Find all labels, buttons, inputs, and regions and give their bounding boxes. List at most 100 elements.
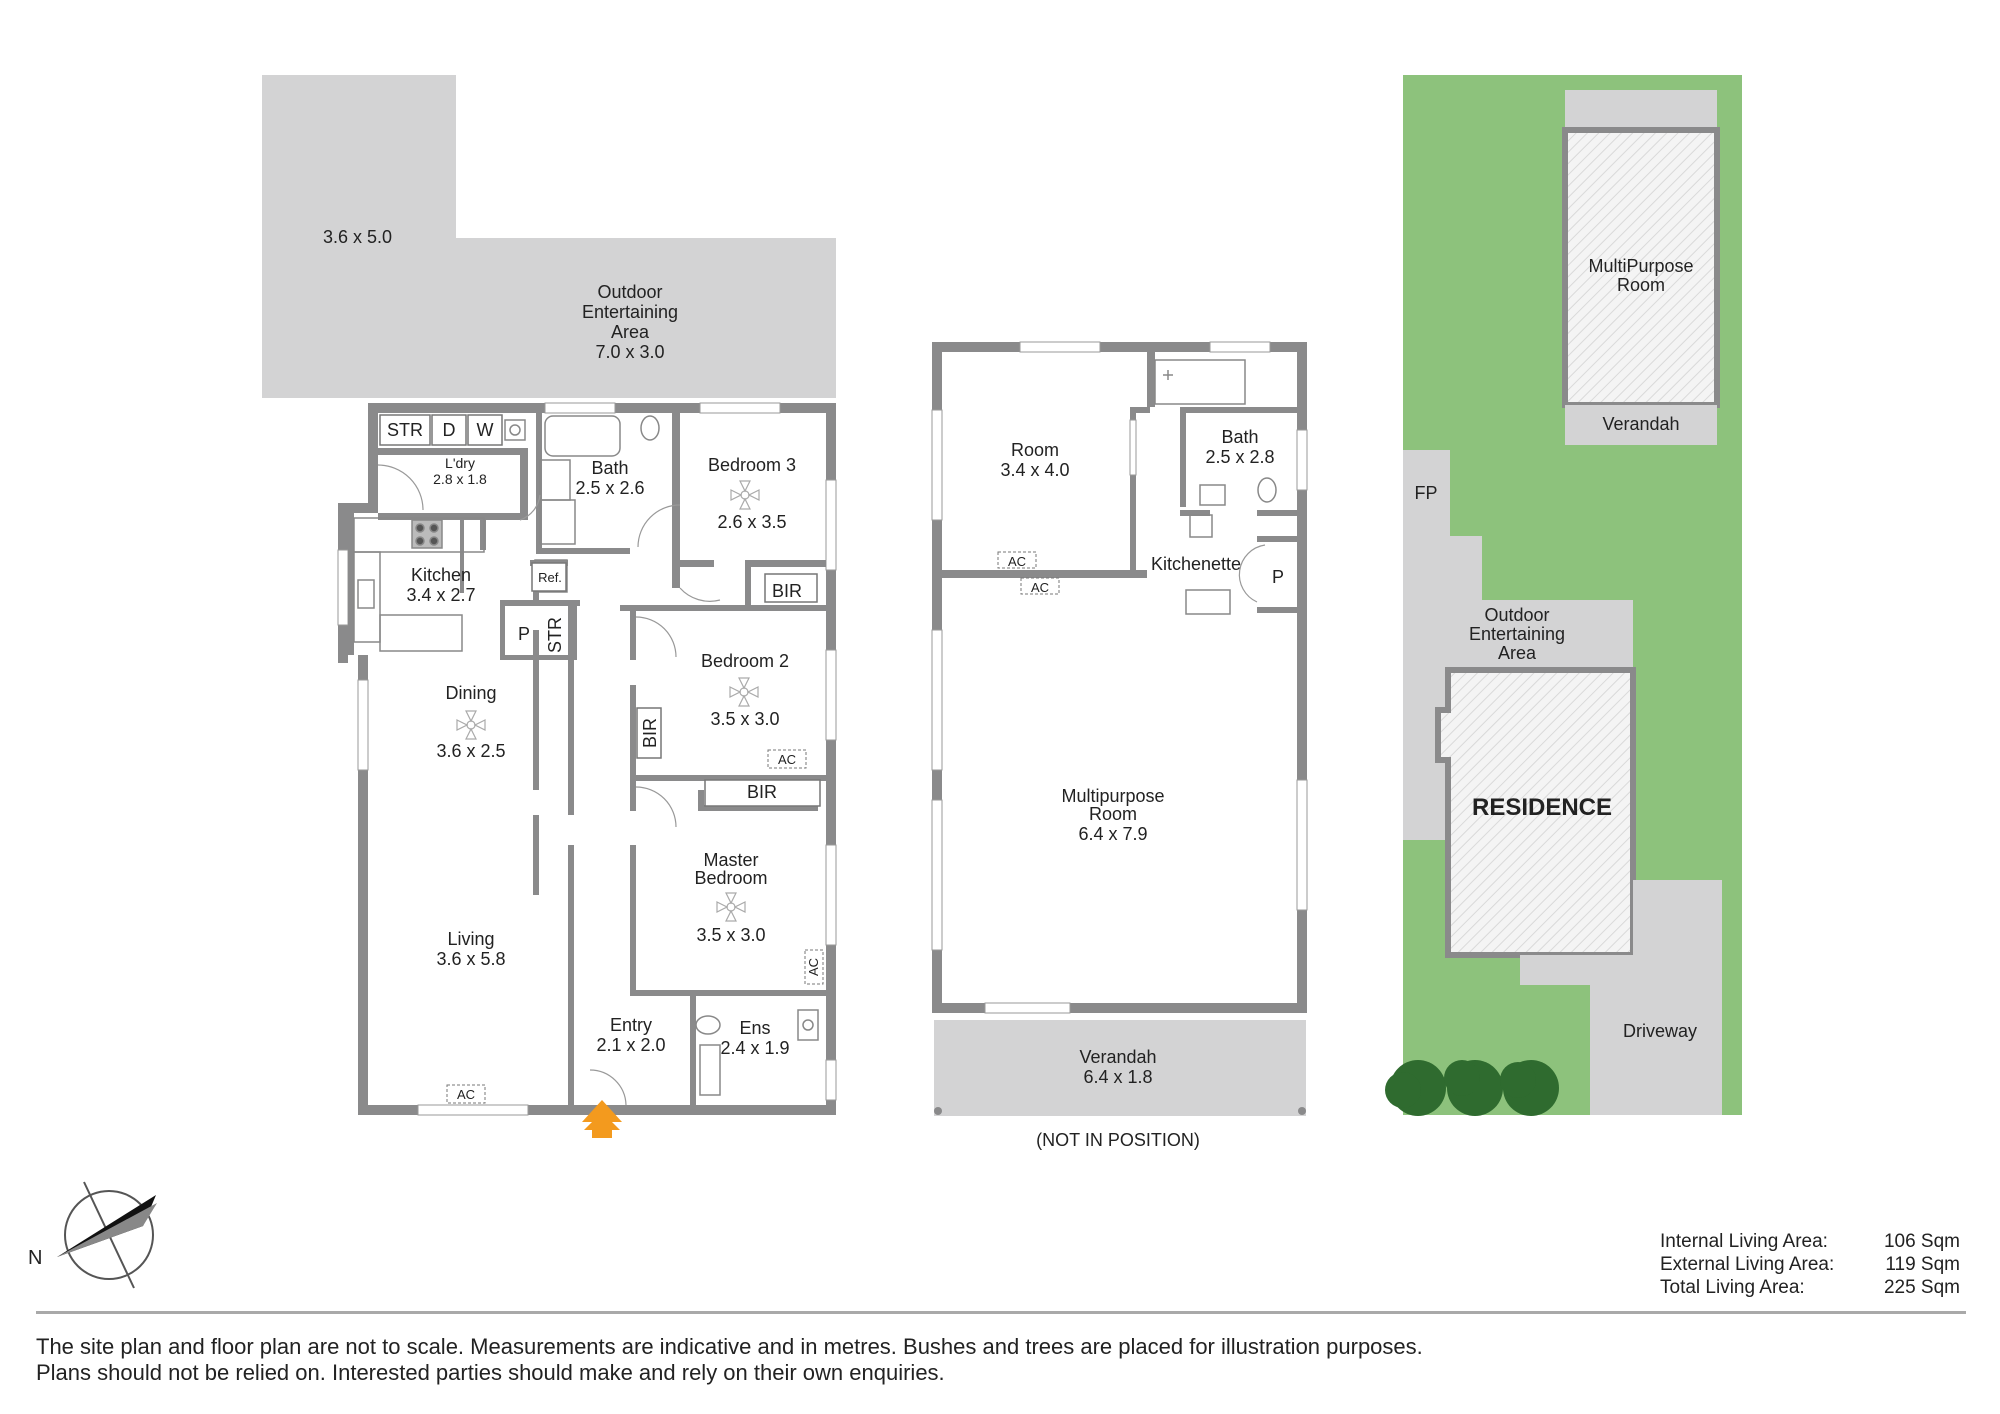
site-multipurpose-room	[1562, 127, 1720, 408]
site-mp-label-1: MultiPurpose	[1588, 256, 1693, 276]
bath-name: Bath	[591, 458, 628, 478]
bedroom2-ac: AC	[778, 752, 796, 767]
site-fp	[1403, 450, 1450, 536]
outdoor-entertaining-area	[262, 75, 836, 398]
verandah-area	[934, 1020, 1306, 1116]
external-area-row: External Living Area: 119 Sqm	[1660, 1253, 1960, 1276]
site-outdoor-label-3: Area	[1498, 643, 1537, 663]
mp-pantry-label: P	[1272, 567, 1284, 587]
mp-verandah-name: Verandah	[1079, 1047, 1156, 1067]
interior-walls	[348, 413, 826, 1105]
site-residence-label: RESIDENCE	[1472, 794, 1612, 821]
master-dim: 3.5 x 3.0	[696, 925, 765, 945]
bedroom2-bir: BIR	[640, 718, 660, 748]
bath-dim: 2.5 x 2.6	[575, 478, 644, 498]
storage-boxes	[379, 414, 821, 807]
site-mp-roof	[1565, 90, 1717, 130]
site-fp-label: FP	[1414, 483, 1437, 503]
site-outdoor-label-2: Entertaining	[1469, 624, 1565, 644]
outdoor-small-dim: 3.6 x 5.0	[323, 227, 392, 247]
main-house-plan: 3.6 x 5.0 Outdoor Entertaining Area 7.0 …	[262, 75, 837, 1138]
laundry-str-label: STR	[387, 420, 423, 440]
ceiling-fans	[456, 480, 760, 922]
exterior-walls	[338, 403, 836, 1115]
ensuite-name: Ens	[739, 1018, 770, 1038]
master-name-2: Bedroom	[694, 868, 767, 888]
laundry-name: L'dry	[445, 455, 475, 471]
entry-name: Entry	[610, 1015, 652, 1035]
laundry-d-label: D	[443, 420, 456, 440]
mp-ac-boxes	[997, 551, 1060, 595]
outdoor-name-1: Outdoor	[597, 282, 662, 302]
mp-fixtures	[1154, 359, 1277, 615]
kitchen-str: STR	[545, 617, 565, 653]
verandah-posts	[934, 1107, 1306, 1115]
mp-kitchenette-name: Kitchenette	[1151, 554, 1241, 574]
master-ac: AC	[806, 958, 821, 976]
mp-multi-dim: 6.4 x 7.9	[1078, 824, 1147, 844]
mp-bath-dim: 2.5 x 2.8	[1205, 447, 1274, 467]
mp-windows	[931, 341, 1308, 1014]
master-name-1: Master	[703, 850, 758, 870]
area-label: Internal Living Area:	[1660, 1231, 1828, 1252]
mp-multi-name-1: Multipurpose	[1061, 786, 1164, 806]
north-label: N	[28, 1247, 43, 1269]
laundry-dim: 2.8 x 1.8	[433, 471, 487, 487]
bedroom3-dim: 2.6 x 3.5	[717, 512, 786, 532]
area-value: 119 Sqm	[1885, 1254, 1960, 1275]
bedroom3-name: Bedroom 3	[708, 455, 796, 475]
bedroom2-dim: 3.5 x 3.0	[710, 709, 779, 729]
kitchen-name: Kitchen	[411, 565, 471, 585]
site-driveway-label: Driveway	[1623, 1021, 1697, 1041]
disclaimer: The site plan and floor plan are not to …	[36, 1334, 1936, 1386]
kitchen-ref: Ref.	[538, 570, 562, 585]
ensuite-dim: 2.4 x 1.9	[720, 1038, 789, 1058]
mp-bath-name: Bath	[1221, 427, 1258, 447]
disclaimer-line-2: Plans should not be relied on. Intereste…	[36, 1360, 945, 1385]
laundry-w-label: W	[477, 420, 494, 440]
mp-doors	[1238, 544, 1266, 603]
site-driveway	[1520, 880, 1722, 1115]
outdoor-name-3: Area	[611, 322, 650, 342]
mp-room-name: Room	[1011, 440, 1059, 460]
door-swings	[377, 464, 721, 1106]
living-dim: 3.6 x 5.8	[436, 949, 505, 969]
dining-dim: 3.6 x 2.5	[436, 741, 505, 761]
kitchen-fixtures	[353, 517, 568, 652]
ac-boxes	[446, 749, 824, 1104]
area-label: External Living Area:	[1660, 1254, 1835, 1275]
multipurpose-plan: Room 3.4 x 4.0 AC AC Bath 2.5 x 2.8 Kitc…	[931, 341, 1308, 1150]
site-verandah-label: Verandah	[1602, 414, 1679, 434]
bedroom3-bir: BIR	[772, 581, 802, 601]
site-mp-label-2: Room	[1617, 275, 1665, 295]
dining-name: Dining	[445, 683, 496, 703]
area-value: 225 Sqm	[1883, 1277, 1960, 1298]
divider	[36, 1311, 1966, 1314]
ensuite-fixtures	[695, 1009, 819, 1096]
kitchen-dim: 3.4 x 2.7	[406, 585, 475, 605]
bath-fixtures	[504, 415, 660, 545]
entry-dim: 2.1 x 2.0	[596, 1035, 665, 1055]
site-trees	[1385, 1060, 1559, 1116]
disclaimer-line-1: The site plan and floor plan are not to …	[36, 1334, 1423, 1359]
bedroom2-name: Bedroom 2	[701, 651, 789, 671]
site-verandah	[1565, 405, 1717, 445]
mp-room-ac: AC	[1008, 554, 1026, 569]
mp-room-dim: 3.4 x 4.0	[1000, 460, 1069, 480]
living-ac: AC	[457, 1087, 475, 1102]
site-outdoor-label-1: Outdoor	[1484, 605, 1549, 625]
area-value: 106 Sqm	[1883, 1231, 1960, 1252]
master-bir: BIR	[747, 782, 777, 802]
site-residence	[1435, 667, 1636, 958]
living-name: Living	[447, 929, 494, 949]
mp-not-in-position: (NOT IN POSITION)	[1036, 1130, 1200, 1150]
entry-arrow-stem	[592, 1120, 612, 1138]
mp-multi-name-2: Room	[1089, 804, 1137, 824]
site-path	[1403, 536, 1633, 840]
internal-area-row: Internal Living Area: 106 Sqm	[1660, 1230, 1960, 1253]
outdoor-name-2: Entertaining	[582, 302, 678, 322]
outdoor-dim: 7.0 x 3.0	[595, 342, 664, 362]
area-label: Total Living Area:	[1660, 1277, 1805, 1298]
north-compass-icon	[57, 1181, 157, 1289]
windows	[337, 402, 837, 1116]
